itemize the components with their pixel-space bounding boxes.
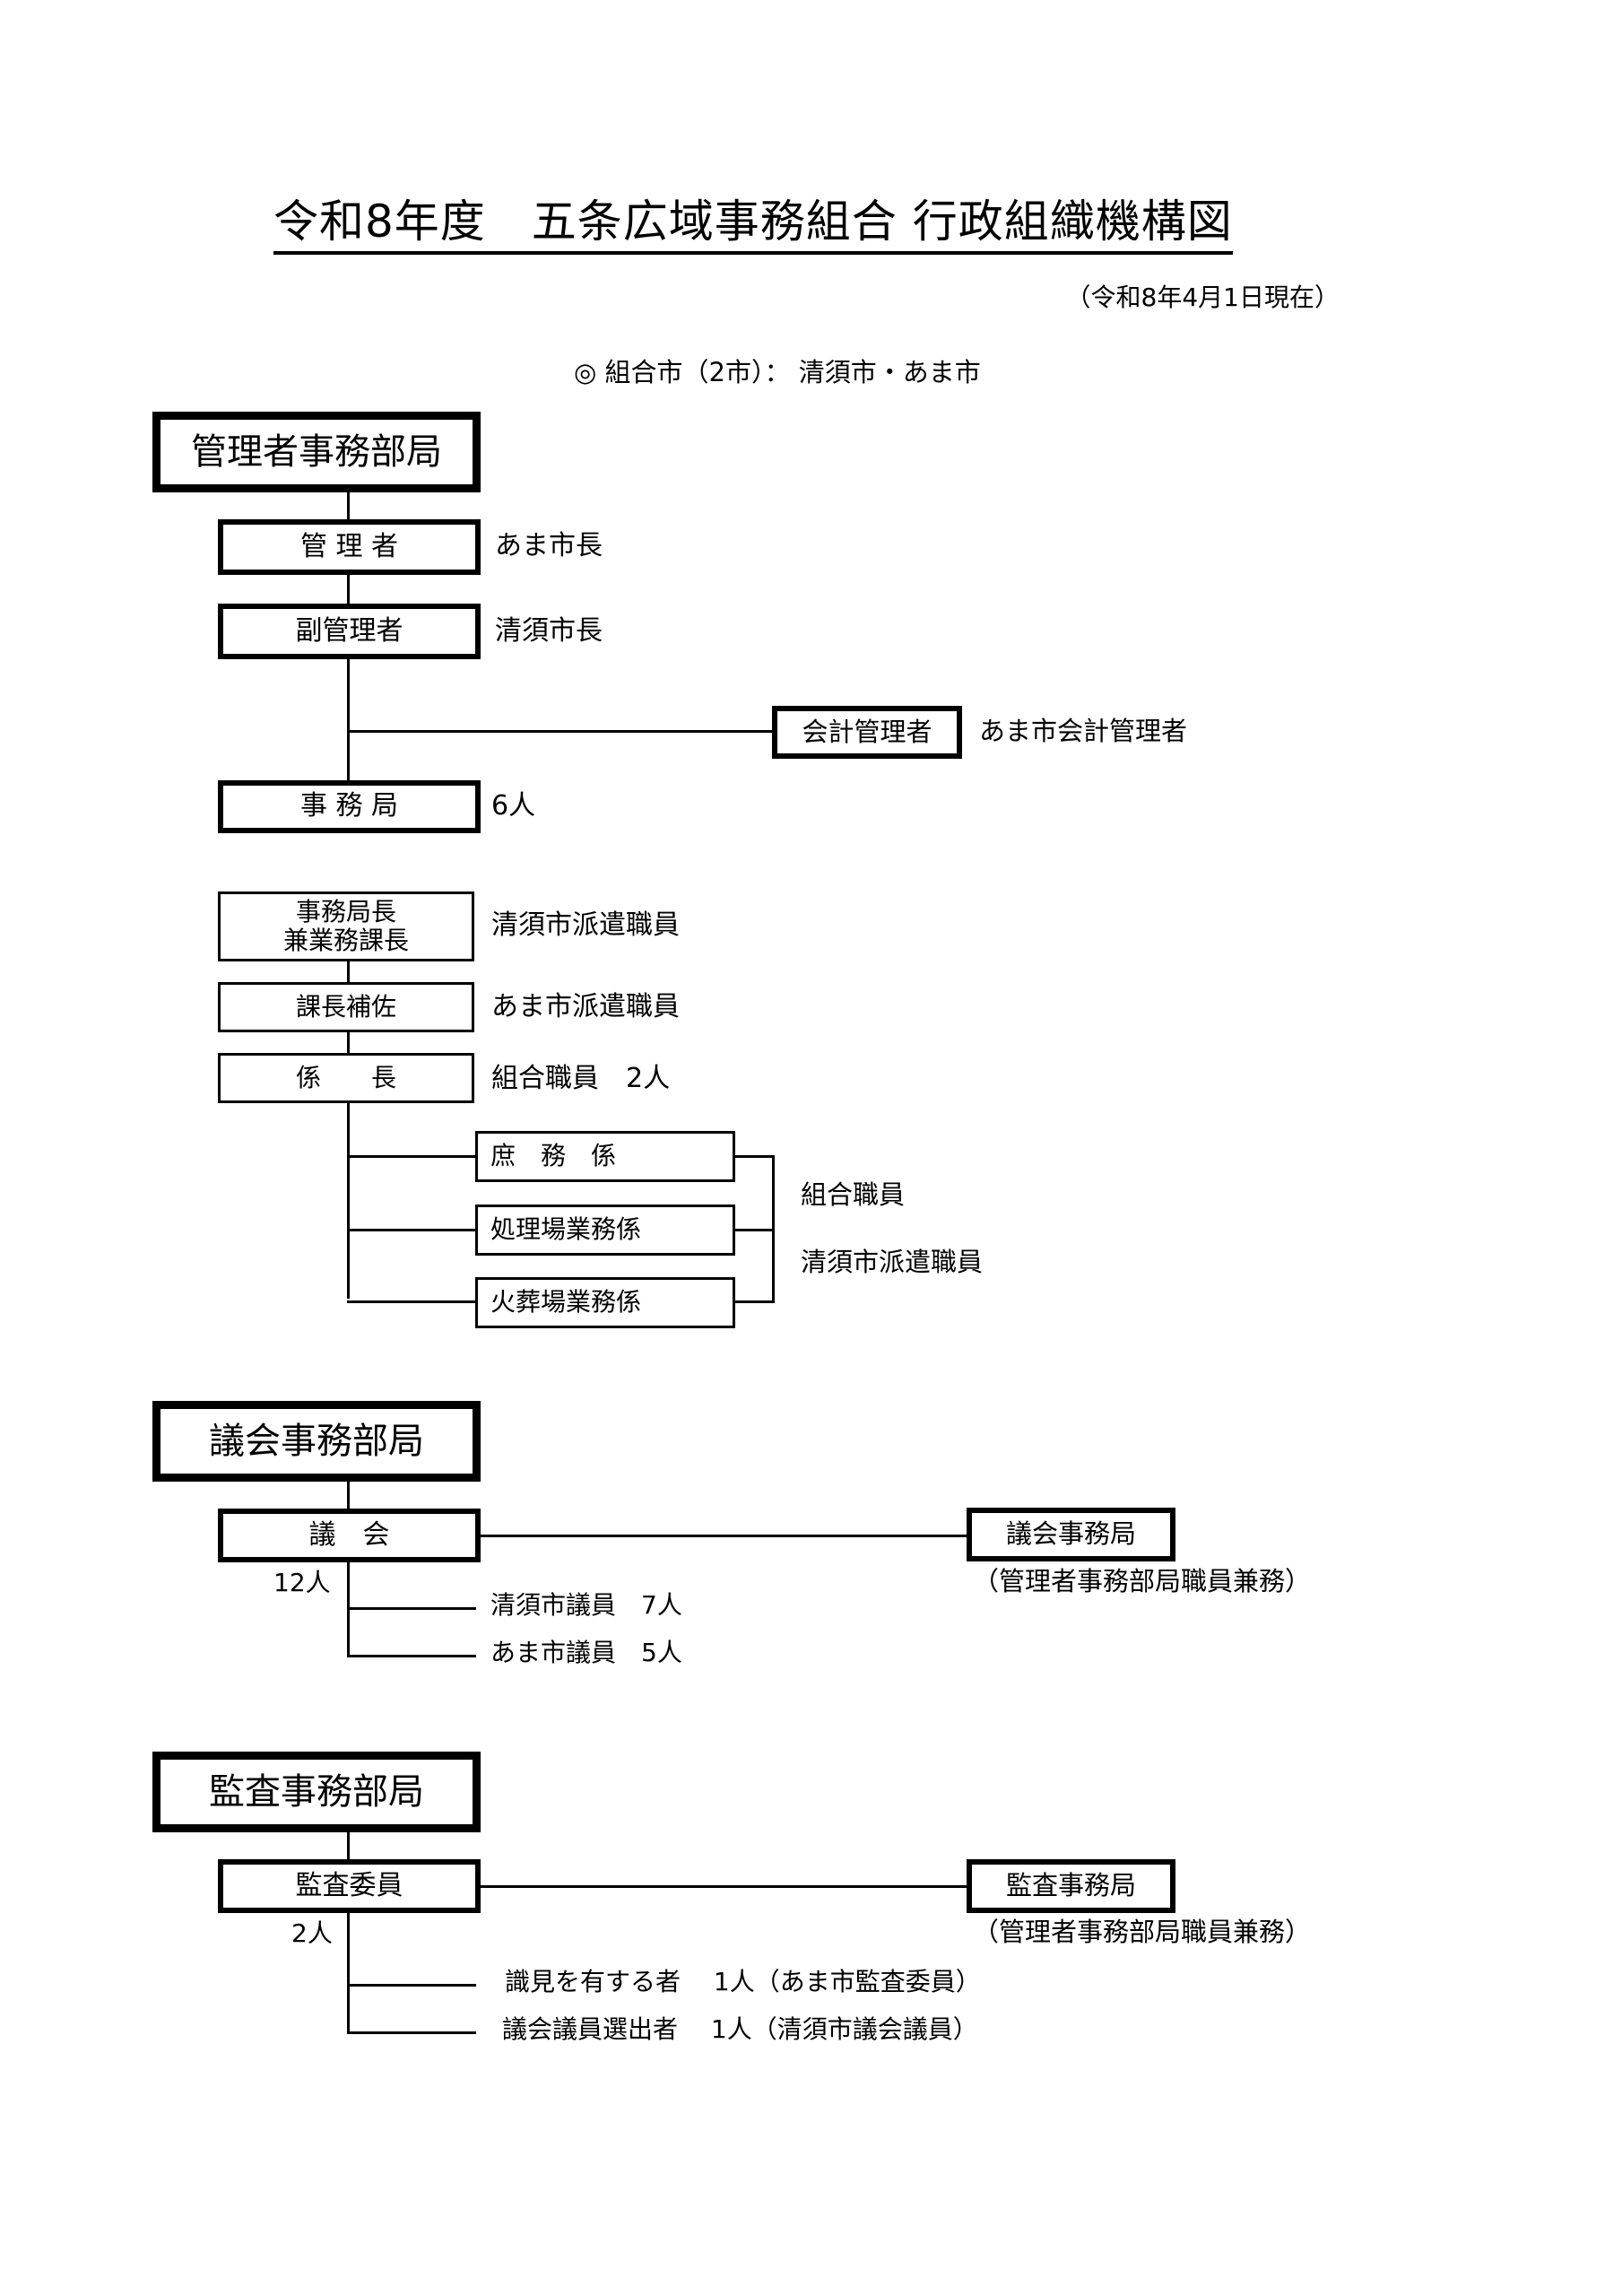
crematorium-section-box: 火葬場業務係 bbox=[475, 1277, 735, 1328]
connector-line bbox=[347, 1655, 476, 1657]
manager-box: 管 理 者 bbox=[218, 519, 481, 575]
assembly-office-box: 議会事務局 bbox=[967, 1508, 1175, 1561]
assembly-department-box: 議会事務部局 bbox=[152, 1401, 481, 1482]
secretariat-staff-count: 6人 bbox=[491, 790, 536, 822]
connector-line bbox=[347, 730, 774, 733]
connector-line bbox=[347, 1102, 350, 1299]
assembly-box: 議 会 bbox=[218, 1509, 481, 1562]
bracket-line bbox=[734, 1155, 774, 1158]
treatment-plant-section-box: 処理場業務係 bbox=[475, 1205, 735, 1256]
chief-box: 係 長 bbox=[218, 1053, 474, 1103]
auditor-count: 2人 bbox=[291, 1918, 333, 1948]
director-box: 事務局長 兼業務課長 bbox=[218, 891, 474, 961]
admin-department-box: 管理者事務部局 bbox=[152, 412, 481, 492]
connector-line bbox=[347, 574, 350, 604]
assembly-member-count: 12人 bbox=[273, 1568, 331, 1597]
connector-line bbox=[347, 2031, 476, 2034]
bracket-line bbox=[734, 1229, 774, 1231]
secretariat-box: 事 務 局 bbox=[218, 780, 481, 833]
connector-line bbox=[347, 491, 350, 520]
auditors-box: 監査委員 bbox=[218, 1859, 481, 1913]
expert-auditor: 識見を有する者 1人（あま市監査委員） bbox=[505, 1967, 981, 1996]
director-note: 清須市派遣職員 bbox=[491, 909, 680, 941]
accountant-box: 会計管理者 bbox=[772, 706, 962, 759]
connector-line bbox=[347, 1481, 350, 1509]
assistant-chief-box: 課長補佐 bbox=[218, 982, 474, 1032]
audit-office-note: （管理者事務部局職員兼務） bbox=[973, 1917, 1312, 1947]
accountant-note: あま市会計管理者 bbox=[979, 716, 1188, 746]
page-title: 令和8年度 五条広域事務組合 行政組織機構図 bbox=[273, 194, 1233, 255]
audit-department-box: 監査事務部局 bbox=[152, 1752, 481, 1832]
as-of-date: （令和8年4月1日現在） bbox=[1065, 283, 1340, 312]
assistant-chief-note: あま市派遣職員 bbox=[491, 991, 680, 1022]
connector-line bbox=[347, 1984, 476, 1987]
bracket-line bbox=[772, 1155, 775, 1303]
sections-staff-label: 組合職員 bbox=[801, 1179, 906, 1210]
general-affairs-section-box: 庶 務 係 bbox=[475, 1131, 735, 1182]
assembly-office-note: （管理者事務部局職員兼務） bbox=[973, 1566, 1312, 1596]
bracket-line bbox=[734, 1300, 774, 1303]
connector-line bbox=[347, 961, 350, 983]
council-auditor: 議会議員選出者 1人（清須市議会議員） bbox=[502, 2014, 978, 2044]
ama-members: あま市議員 5人 bbox=[490, 1638, 682, 1667]
vice-manager-note: 清須市長 bbox=[495, 615, 603, 647]
connector-line bbox=[347, 1031, 350, 1054]
connector-line bbox=[347, 1912, 350, 2033]
sections-staff-label: 清須市派遣職員 bbox=[801, 1247, 984, 1277]
manager-note: あま市長 bbox=[495, 530, 603, 561]
connector-line bbox=[347, 1155, 476, 1158]
connector-line bbox=[480, 1885, 969, 1888]
member-cities: ◎ 組合市（2市）： 清須市・あま市 bbox=[574, 357, 981, 387]
connector-line bbox=[347, 1229, 476, 1231]
audit-office-box: 監査事務局 bbox=[967, 1859, 1175, 1913]
connector-line bbox=[480, 1535, 969, 1537]
vice-manager-box: 副管理者 bbox=[218, 604, 481, 659]
connector-line bbox=[347, 658, 350, 781]
connector-line bbox=[347, 1300, 476, 1303]
kiyosu-members: 清須市議員 7人 bbox=[490, 1590, 682, 1620]
connector-line bbox=[347, 1607, 476, 1610]
chief-note: 組合職員 2人 bbox=[491, 1063, 671, 1094]
connector-line bbox=[347, 1831, 350, 1860]
